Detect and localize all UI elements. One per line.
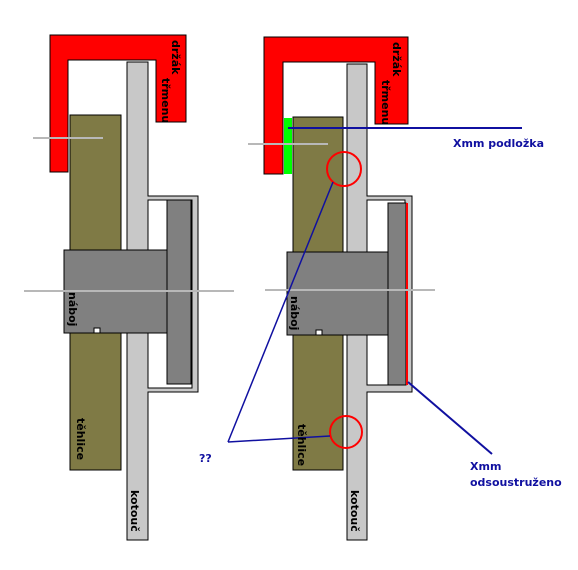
label-tehlice-right: těhlice xyxy=(295,424,308,466)
odsoustruzeno-leader xyxy=(407,381,493,455)
washer xyxy=(284,118,292,174)
highlight-circle-upper xyxy=(326,151,362,187)
question-leader-upper xyxy=(227,181,334,443)
left-knuckle-upper xyxy=(69,114,122,251)
label-odsoustruzeno-2: odsoustruženo xyxy=(470,476,562,489)
label-drzak-left: držák xyxy=(169,40,182,75)
label-question: ?? xyxy=(199,452,212,465)
label-tehlice-left: těhlice xyxy=(74,418,87,460)
label-odsoustruzeno-1: Xmm xyxy=(470,460,501,473)
label-podlozka: Xmm podložka xyxy=(453,137,544,150)
right-knuckle-lower xyxy=(292,334,344,471)
label-kotouc-right: kotouč xyxy=(348,490,361,532)
right-caliper-bracket xyxy=(263,36,409,175)
right-hub xyxy=(286,251,389,336)
right-assembly xyxy=(248,36,435,541)
annotation-lines xyxy=(227,127,522,455)
question-leader-lower xyxy=(227,435,331,443)
right-knuckle-upper xyxy=(292,116,344,253)
label-drzak-right: držák xyxy=(390,42,403,77)
left-knuckle-lower xyxy=(69,332,122,471)
right-hub-flange xyxy=(387,202,407,386)
label-kotouc-left: kotouč xyxy=(128,490,141,532)
label-trmenu-right: třmenu xyxy=(379,80,392,125)
left-caliper-bracket xyxy=(49,34,187,173)
label-trmenu-left: třmenu xyxy=(159,78,172,123)
label-naboj-right: náboj xyxy=(288,296,301,330)
left-assembly xyxy=(24,34,234,541)
highlight-circle-lower xyxy=(329,415,363,449)
label-naboj-left: náboj xyxy=(66,292,79,326)
